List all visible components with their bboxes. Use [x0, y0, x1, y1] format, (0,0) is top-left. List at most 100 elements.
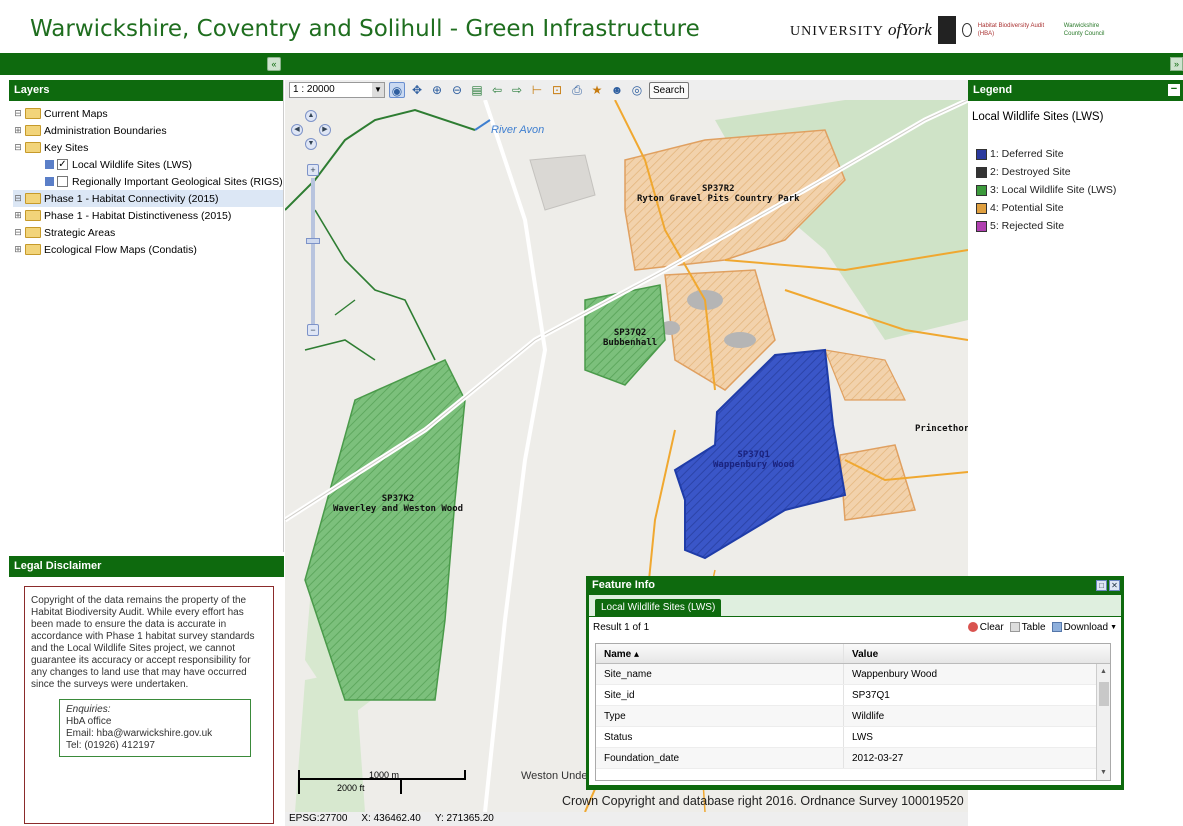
lws-bubbenhall [584, 284, 666, 386]
feature-info-tabs: Local Wildlife Sites (LWS) [589, 595, 1121, 617]
layer-icon [45, 177, 54, 186]
layer-node-rigs[interactable]: Regionally Important Geological Sites (R… [13, 173, 283, 190]
minimize-icon[interactable]: − [1168, 84, 1180, 96]
feature-attributes-table: Name ▴ Value Site_name Wappenbury Wood S… [595, 643, 1111, 781]
table-button[interactable]: Table [1009, 622, 1046, 633]
map-label-bubbenhall: SP37Q2 Bubbenhall [603, 328, 657, 348]
attr-value: 2012-03-27 [852, 753, 904, 764]
layer-label: Ecological Flow Maps (Condatis) [44, 243, 197, 256]
feature-info-body: Local Wildlife Sites (LWS) Result 1 of 1… [589, 595, 1121, 785]
help-icon[interactable]: ☻ [610, 83, 624, 97]
site-code: SP37Q2 [613, 328, 647, 338]
lws-waverley-weston [304, 359, 466, 701]
map-toolbar: 1 : 20000 ▼ ◉ ✥ ⊕ ⊖ ▤ ⇦ ⇨ ⊢ ⊡ ⎙ ★ ☻ ◎ Se… [285, 80, 968, 101]
legend-list: 1: Deferred Site 2: Destroyed Site 3: Lo… [976, 145, 1183, 235]
zoom-out-icon[interactable]: ⊖ [451, 83, 463, 97]
zoom-in-icon[interactable]: ⊕ [431, 83, 443, 97]
bookmark-star-icon[interactable]: ★ [591, 83, 603, 97]
layer-node-habitat-distinctiveness[interactable]: ⊞ Phase 1 - Habitat Distinctiveness (201… [13, 207, 283, 224]
scale-select[interactable]: 1 : 20000 ▼ [289, 82, 385, 98]
expand-icon[interactable]: ⊟ [14, 108, 22, 118]
table-row[interactable]: Type Wildlife [596, 706, 1110, 727]
tab-lws[interactable]: Local Wildlife Sites (LWS) [595, 599, 722, 617]
search-button[interactable]: Search [649, 81, 689, 99]
zoom-extent-icon[interactable]: ◉ [389, 82, 405, 98]
expand-icon[interactable]: ⊞ [14, 125, 22, 135]
binoculars-icon[interactable]: ◎ [631, 83, 643, 97]
x-coordinate: X: 436462.40 [361, 813, 421, 824]
layer-node-lws[interactable]: ✓ Local Wildlife Sites (LWS) [13, 156, 283, 173]
scroll-thumb[interactable] [1099, 682, 1109, 706]
folder-open-icon [25, 142, 41, 153]
info-icon[interactable]: ▤ [471, 83, 483, 97]
table-row[interactable]: Site_name Wappenbury Wood [596, 664, 1110, 685]
measure-area-icon[interactable]: ⊡ [551, 83, 563, 97]
scroll-up-icon[interactable]: ▲ [1100, 668, 1107, 675]
table-row[interactable]: Site_id SP37Q1 [596, 685, 1110, 706]
hba-logo: Habitat Biodiversity Audit (HBA) [977, 23, 1045, 37]
layer-icon [45, 160, 54, 169]
y-coordinate: Y: 271365.20 [434, 813, 494, 824]
table-scrollbar[interactable]: ▲ ▼ [1096, 664, 1110, 780]
enquiries-email[interactable]: Email: hba@warwickshire.gov.uk [66, 728, 213, 739]
feature-info-header[interactable]: Feature Info □ ✕ [589, 579, 1121, 595]
expand-icon[interactable]: ⊞ [14, 244, 22, 254]
folder-icon [25, 125, 41, 136]
scroll-down-icon[interactable]: ▼ [1100, 769, 1107, 776]
measure-line-icon[interactable]: ⊢ [531, 83, 543, 97]
pan-icon[interactable]: ✥ [411, 83, 423, 97]
pan-right-icon[interactable]: ▶ [319, 124, 331, 136]
folder-icon [25, 244, 41, 255]
pan-down-icon[interactable]: ▼ [305, 138, 317, 150]
layer-label: Administration Boundaries [44, 124, 167, 137]
scale-bar-graphic [298, 770, 466, 794]
column-header-name[interactable]: Name ▴ [596, 644, 844, 663]
back-icon[interactable]: ⇦ [491, 83, 503, 97]
download-button[interactable]: Download ▼ [1051, 622, 1117, 633]
york-prefix: UNIVERSITY [790, 24, 884, 39]
layer-node-ecological-flow[interactable]: ⊞ Ecological Flow Maps (Condatis) [13, 241, 283, 258]
zoom-slider-track[interactable] [311, 178, 315, 328]
expand-right-icon[interactable]: » [1170, 57, 1183, 71]
legend-header: Legend − [968, 80, 1183, 101]
maximize-icon[interactable]: □ [1096, 580, 1107, 591]
table-row[interactable]: Foundation_date 2012-03-27 [596, 748, 1110, 769]
feature-info-window[interactable]: Feature Info □ ✕ Local Wildlife Sites (L… [586, 576, 1124, 790]
layer-node-admin-boundaries[interactable]: ⊞ Administration Boundaries [13, 122, 283, 139]
layer-node-key-sites[interactable]: ⊟ Key Sites [13, 139, 283, 156]
zoom-in-icon[interactable]: + [307, 164, 319, 176]
folder-icon [25, 210, 41, 221]
enquiries-box: Enquiries: HbA office Email: hba@warwick… [59, 699, 251, 757]
close-icon[interactable]: ✕ [1109, 580, 1120, 591]
folder-icon [25, 108, 41, 119]
collapse-icon[interactable]: ⊟ [14, 142, 22, 152]
column-header-value[interactable]: Value [852, 649, 879, 660]
clear-label: Clear [979, 621, 1004, 633]
table-rows: Site_name Wappenbury Wood Site_id SP37Q1… [596, 664, 1110, 769]
layers-panel-title: Layers [9, 80, 283, 101]
table-row[interactable]: Status LWS [596, 727, 1110, 748]
pan-up-icon[interactable]: ▲ [305, 110, 317, 122]
zoom-slider-thumb[interactable] [306, 238, 320, 244]
layer-checkbox-lws[interactable]: ✓ [57, 159, 68, 170]
clear-button[interactable]: Clear [967, 621, 1004, 633]
print-icon[interactable]: ⎙ [572, 83, 582, 97]
collapse-left-icon[interactable]: « [267, 57, 281, 71]
zoom-out-icon[interactable]: − [307, 324, 319, 336]
site-code: SP37Q1 [737, 450, 770, 460]
layer-label: Key Sites [44, 141, 89, 154]
layer-node-habitat-connectivity[interactable]: ⊟ Phase 1 - Habitat Connectivity (2015) [13, 190, 283, 207]
layer-node-strategic-areas[interactable]: ⊟ Strategic Areas [13, 224, 283, 241]
expand-icon[interactable]: ⊟ [14, 227, 22, 237]
chevron-down-icon[interactable]: ▼ [372, 83, 384, 97]
forward-icon[interactable]: ⇨ [511, 83, 523, 97]
page-title: Warwickshire, Coventry and Solihull - Gr… [30, 16, 700, 42]
layer-label: Local Wildlife Sites (LWS) [72, 158, 193, 171]
layer-node-current-maps[interactable]: ⊟ Current Maps [13, 105, 283, 122]
destroyed-swatch-icon [976, 166, 987, 178]
attr-value: LWS [852, 732, 873, 743]
expand-icon[interactable]: ⊞ [14, 210, 22, 220]
pan-left-icon[interactable]: ◀ [291, 124, 303, 136]
layer-checkbox-rigs[interactable] [57, 176, 68, 187]
expand-icon[interactable]: ⊟ [14, 193, 22, 203]
